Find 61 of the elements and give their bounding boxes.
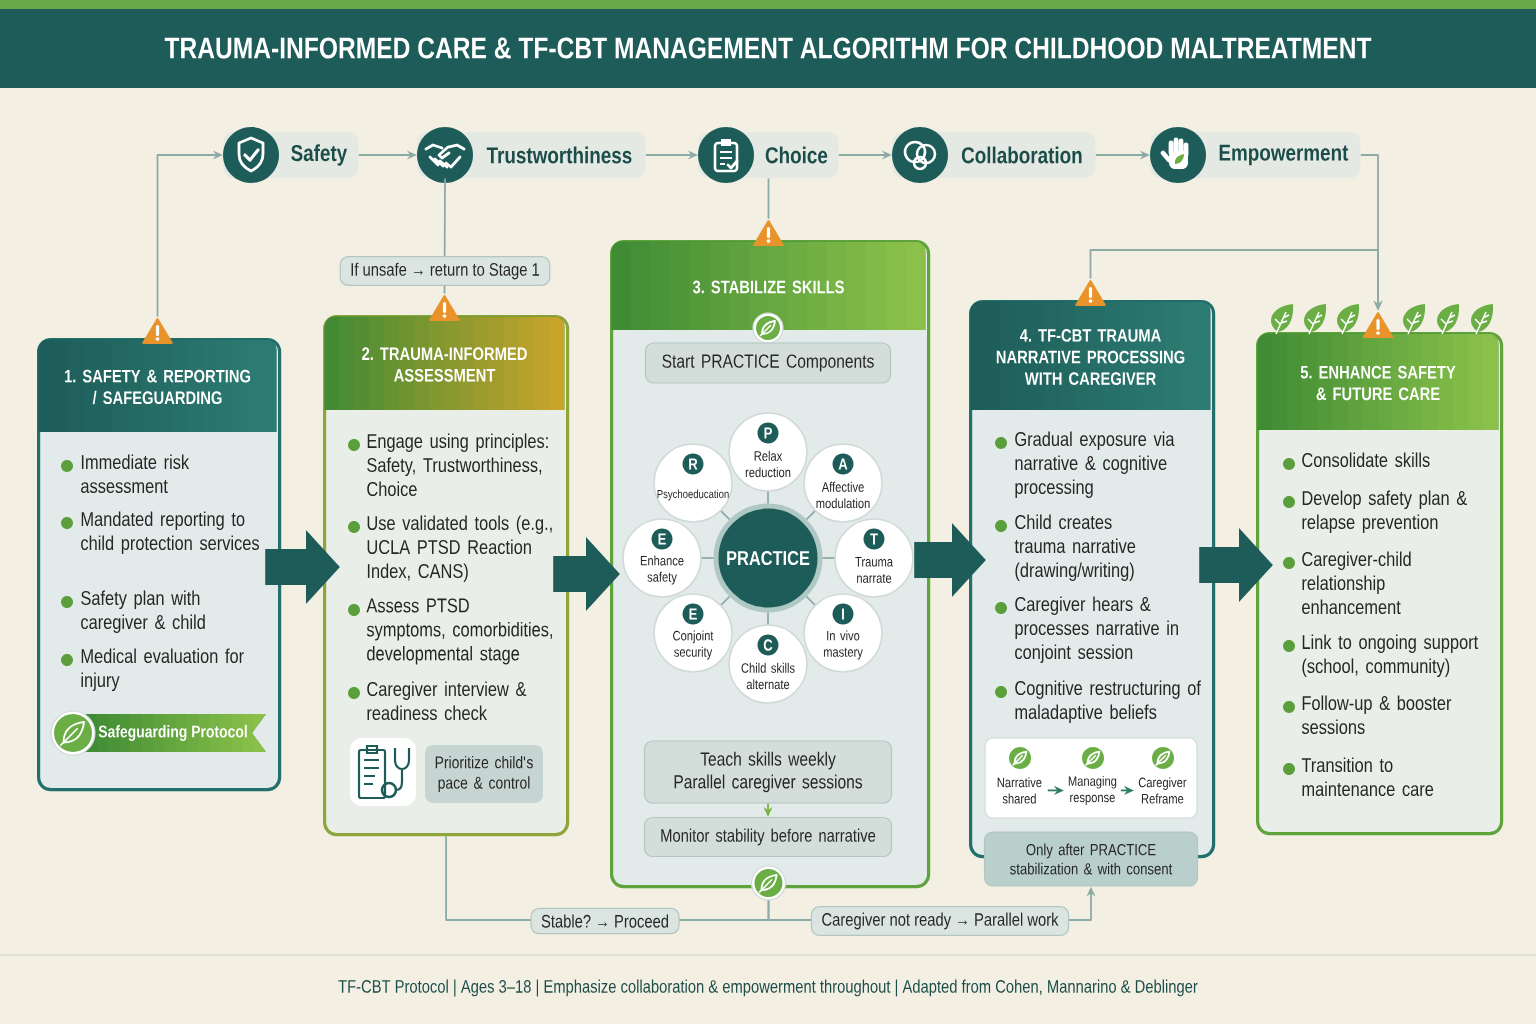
text-box: Teach skills weekly Parallel caregiver sessions [643, 740, 893, 804]
card-header: 1. SAFETY & REPORTING / SAFEGUARDING [38, 339, 277, 432]
bullet-text: Medical evaluation for injury [81, 648, 244, 692]
bullet-text: Develop safety plan & relapse prevention [1302, 490, 1467, 534]
letter-badge: E [682, 603, 704, 625]
connector-line [700, 557, 715, 559]
letter-badge: C [757, 634, 779, 656]
step-label: Narrative shared [997, 777, 1042, 804]
connector-line [805, 510, 816, 521]
bullet-text: Engage using principles: Safety, Trustworthiness, Choice [367, 433, 548, 497]
connector-line [720, 510, 731, 521]
bullet-text: Safety plan with caregiver & child [81, 590, 205, 634]
letter-badge: E [651, 528, 673, 550]
card-header: 2. TRAUMA-INFORMED ASSESSMENT [324, 316, 565, 410]
letter-badge: A [832, 453, 854, 475]
bullet-text: Child creates trauma narrative (drawing/writing) [1014, 514, 1136, 582]
bullet-text: Transition to maintenance care [1301, 757, 1434, 797]
panel [984, 737, 1198, 819]
bullet-text: Link to ongoing support (school, community) [1302, 634, 1479, 678]
text-box: Start PRACTICE Components [644, 342, 892, 384]
condition-box: Only after PRACTICE stabilization & with consent [983, 831, 1199, 887]
bullet-text: Follow-up & booster sessions [1301, 695, 1452, 735]
warning-icon [142, 318, 173, 344]
edge-label: Stable? → Proceed [530, 907, 680, 935]
connector-line [767, 490, 769, 505]
card-header: 5. ENHANCE SAFETY & FUTURE CARE [1257, 333, 1499, 430]
connector-line [767, 177, 770, 220]
bullet-text: Assess PTSD symptoms, comorbidities, developmental stage [366, 598, 552, 665]
title-bar: TRAUMA-INFORMED CARE & TF-CBT MANAGEMENT ALGORITHM FOR CHILDHOOD MALTREATMENT [0, 0, 1536, 88]
warning-icon [1362, 312, 1394, 338]
connector-line [821, 557, 836, 559]
card-header: 3. STABILIZE SKILLS [611, 241, 926, 330]
bullet-text: Cognitive restructuring of maladaptive beliefs [1015, 680, 1201, 724]
warning-icon [1075, 280, 1106, 306]
bullet-text: Gradual exposure via narrative & cognitive processing [1015, 431, 1175, 499]
leaf-icon [750, 865, 787, 901]
bullet-text: Mandated reporting to child protection services [81, 511, 259, 555]
bullet-text: Immediate risk assessment [81, 454, 190, 494]
connector-line [805, 595, 816, 606]
letter-badge: T [863, 528, 885, 550]
letter-badge: P [757, 422, 779, 444]
footer-note: TF-CBT Protocol | Ages 3–18 | Emphasize collaboration & empowerment throughout | Adapted from Cohen, Mannarino & Deblinger [338, 979, 1198, 997]
edge-label: Caregiver not ready → Parallel work [810, 906, 1070, 936]
warning-icon [753, 220, 784, 246]
card-header: 4. TF-CBT TRAUMA NARRATIVE PROCESSING WITH CAREGIVER [970, 301, 1211, 410]
bullet-text: Caregiver hears & processes narrative in conjoint session [1015, 596, 1178, 664]
step-label: Caregiver Reframe [1138, 777, 1187, 804]
bullet-text: Caregiver interview & readiness check [367, 681, 527, 721]
edge-label: If unsafe → return to Stage 1 [339, 256, 551, 286]
bullet-text: Caregiver-child relationship enhancement [1302, 551, 1411, 615]
bullet-text: Consolidate skills [1302, 452, 1430, 468]
letter-badge: I [832, 603, 854, 625]
note-box: Prioritize child's pace & control [425, 745, 543, 803]
ribbon-banner: Safeguarding Protocol [86, 714, 266, 752]
letter-badge: R [682, 453, 704, 475]
connector-line [720, 595, 731, 606]
connector-line [767, 611, 769, 626]
step-label: Managing response [1068, 775, 1117, 805]
text-box: Monitor stability before narrative [643, 816, 893, 858]
warning-icon [429, 295, 460, 321]
bullet-text: Use validated tools (e.g., UCLA PTSD Reaction Index, CANS) [367, 515, 552, 583]
